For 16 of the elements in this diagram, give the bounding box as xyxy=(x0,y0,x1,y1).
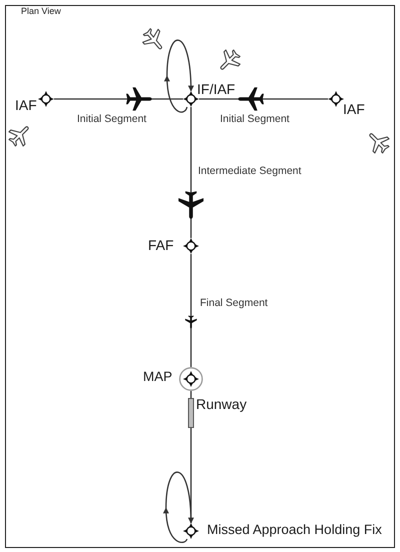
route-line xyxy=(190,391,192,398)
diagram-title: Plan View xyxy=(21,7,61,17)
fix-label: IAF xyxy=(15,97,37,114)
runway-label: Runway xyxy=(196,396,247,412)
edge-label: Initial Segment xyxy=(220,113,290,126)
edge-label: Intermediate Segment xyxy=(198,165,302,178)
fix-label: IF/IAF xyxy=(197,81,236,98)
holding-pattern-loop xyxy=(163,472,194,543)
fix-label: Missed Approach Holding Fix xyxy=(207,522,382,538)
fix-label: FAF xyxy=(148,237,174,254)
fix-label: IAF xyxy=(343,101,365,118)
edge-label: Initial Segment xyxy=(77,113,146,126)
route-line xyxy=(190,254,192,367)
holding-pattern-loop xyxy=(164,40,194,113)
fix-label: MAP xyxy=(143,369,172,385)
edge-label: Final Segment xyxy=(200,297,268,310)
